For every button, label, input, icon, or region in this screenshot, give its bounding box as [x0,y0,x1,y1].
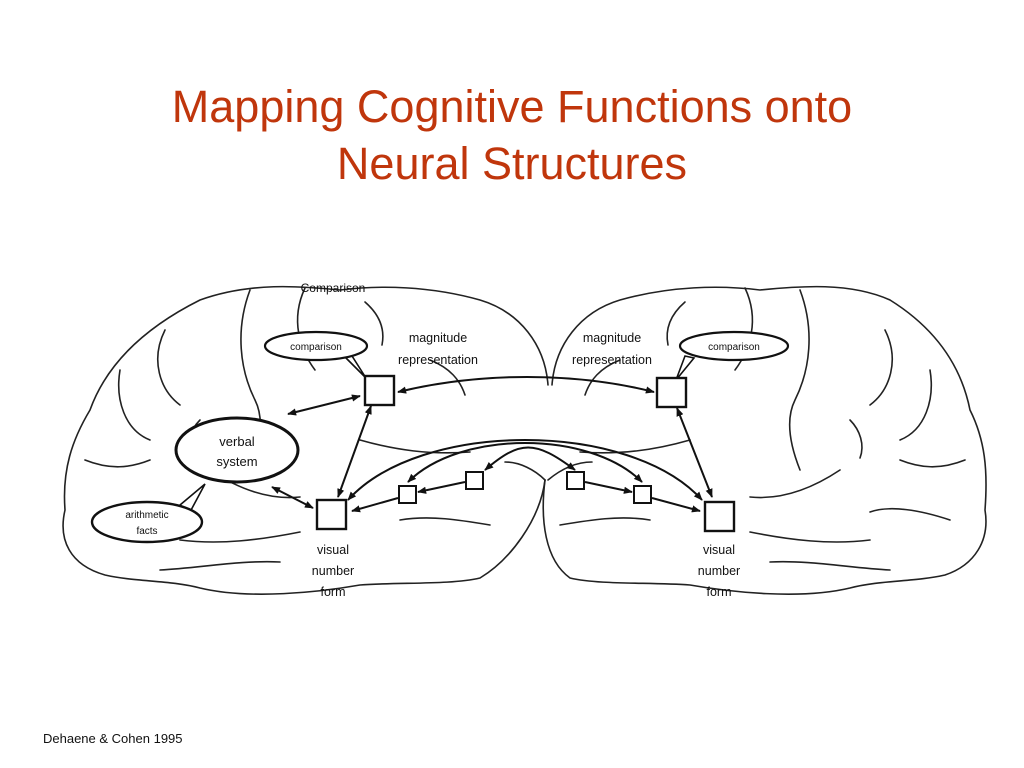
interhemispheric-arc-mid [407,442,643,483]
right-sulcus [559,517,651,526]
left-magnitude-line-2: representation [398,353,478,367]
interhemispheric-arc-inner [484,446,576,471]
left-comparison-label: comparison [290,342,342,353]
title-line-2: Neural Structures [336,138,688,189]
arithmetic-facts-bubble: arithmetic facts [90,483,206,544]
left-magnitude-node [363,374,396,407]
left-vnf-line-2: number [312,564,354,578]
left-small-to-vnf-arrow [351,497,399,513]
right-small-node-inner [566,471,585,490]
verbal-vnf-arrow [271,486,314,509]
right-vnf-line-1: visual [703,543,735,557]
right-hemisphere [542,285,987,595]
right-comparison-label: comparison [708,342,760,353]
left-midline-curve [504,461,546,481]
right-sulcus [749,531,871,543]
left-vnf-line-1: visual [317,543,349,557]
left-brain-outline [62,285,549,595]
right-magnitude-node [655,376,688,409]
right-comparison-bubble: comparison [675,330,790,381]
connection-arrows [271,376,713,513]
interhemispheric-magnitude-arrow [397,376,655,394]
right-magnitude-line-2: representation [572,353,652,367]
verbal-label-line-1: verbal [219,434,255,449]
verbal-system-bubble: verbal system [174,416,300,484]
left-sulcus [157,329,181,406]
right-small-box-arrow [584,481,633,494]
right-vnf-line-2: number [698,564,740,578]
left-sulcus [118,369,151,441]
right-sulcus [899,459,966,468]
right-sulcus [869,507,951,521]
left-sulcus [179,531,301,543]
left-sulcus [399,517,491,526]
left-sulcus [364,301,384,346]
title-line-1: Mapping Cognitive Functions onto [171,81,853,132]
left-vnf-line-3: form [321,585,346,599]
arithmetic-label-line-2: facts [136,526,157,537]
right-small-to-vnf-arrow [651,497,701,513]
right-small-node-outer [633,485,652,504]
right-magnitude-vnf-arrow [676,407,713,498]
left-magnitude-line-1: magnitude [409,331,467,345]
left-small-box-arrow [417,481,466,494]
citation: Dehaene & Cohen 1995 [43,731,183,746]
arithmetic-label-line-1: arithmetic [125,510,168,521]
comparison-header-label: Comparison [301,281,366,295]
left-magnitude-vnf-arrow [337,405,372,498]
right-sulcus [849,419,863,459]
right-sulcus [899,369,932,441]
right-sulcus [666,301,686,346]
slide-title: Mapping Cognitive Functions onto Neural … [0,78,1024,192]
left-comparison-bubble: comparison [263,330,369,379]
right-sulcus [749,469,841,499]
right-sulcus [788,289,810,471]
verbal-magnitude-arrow [287,394,361,416]
interhemispheric-arc-outer [347,439,703,501]
verbal-label-line-2: system [216,454,257,469]
left-vnf-node [315,498,348,531]
right-vnf-node [703,500,736,533]
right-magnitude-line-1: magnitude [583,331,641,345]
right-vnf-line-3: form [707,585,732,599]
left-sulcus [84,459,151,468]
left-small-node-inner [465,471,484,490]
left-sulcus [159,560,281,571]
left-small-node-outer [398,485,417,504]
right-sulcus [769,560,891,571]
right-sulcus [869,329,893,406]
right-brain-outline [542,285,987,595]
processing-nodes [315,374,736,533]
